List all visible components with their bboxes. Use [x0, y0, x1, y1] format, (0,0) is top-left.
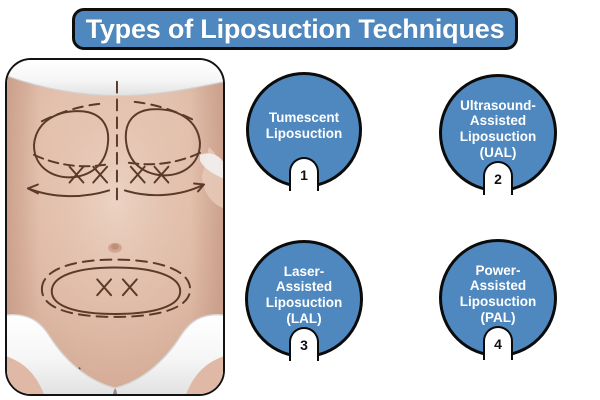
technique-number-tab: 4	[483, 326, 513, 360]
technique-label: Ultrasound- Assisted Liposuction (UAL)	[459, 97, 537, 160]
technique-label: Tumescent Liposuction	[265, 110, 343, 141]
page-title-banner: Types of Liposuction Techniques	[72, 8, 518, 50]
technique-circle-tumescent[interactable]: Tumescent Liposuction 1	[246, 72, 362, 191]
technique-number-tab: 1	[289, 157, 319, 191]
page-title: Types of Liposuction Techniques	[85, 13, 505, 44]
technique-label: Power- Assisted Liposuction (PAL)	[459, 262, 537, 325]
technique-circle-power-assisted[interactable]: Power- Assisted Liposuction (PAL) 4	[439, 239, 557, 360]
technique-label: Laser- Assisted Liposuction (LAL)	[265, 263, 343, 326]
technique-number-tab: 2	[483, 161, 513, 195]
liposuction-marking-photo	[5, 58, 225, 396]
technique-number: 2	[494, 171, 502, 187]
technique-number: 4	[494, 336, 502, 352]
technique-number: 3	[300, 337, 308, 353]
abdomen-photo-illustration	[7, 60, 223, 394]
technique-number-tab: 3	[289, 327, 319, 361]
technique-number: 1	[300, 167, 308, 183]
technique-circle-ultrasound-assisted[interactable]: Ultrasound- Assisted Liposuction (UAL) 2	[439, 74, 557, 195]
technique-circle-laser-assisted[interactable]: Laser- Assisted Liposuction (LAL) 3	[245, 240, 363, 361]
